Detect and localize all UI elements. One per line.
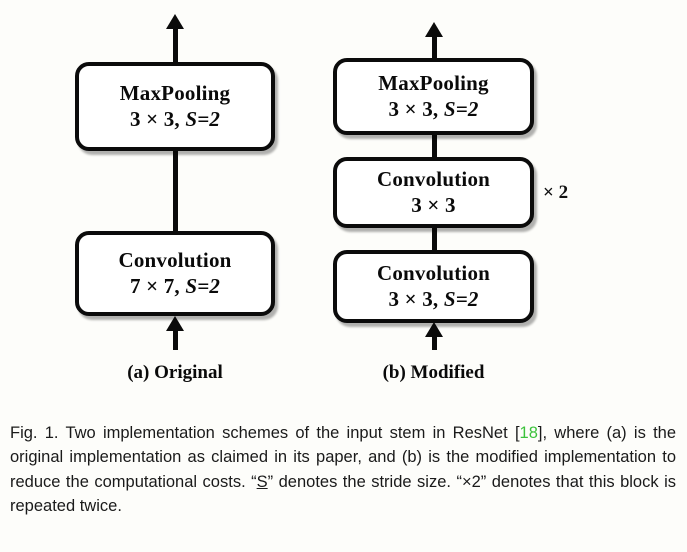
modified-block-convolution-3x3-s2-params: 3 × 3, S=2 — [388, 286, 479, 312]
original-block-convolution-title: Convolution — [118, 247, 232, 272]
modified-block-maxpooling-title: MaxPooling — [378, 70, 489, 95]
figure-caption-stride-symbol: S — [256, 472, 268, 491]
original-block-maxpooling-stride: S=2 — [185, 106, 221, 131]
repeat-twice-label: × 2 — [543, 182, 569, 203]
modified-block-convolution-3x3-kernel: 3 × 3 — [411, 192, 456, 217]
figure-caption-part-2: ], where (a) is the original implementat… — [10, 424, 677, 491]
original-block-convolution-stride: S=2 — [185, 273, 221, 298]
original-block-maxpooling-title: MaxPooling — [119, 80, 231, 105]
modified-output-arrow-shaft — [431, 34, 437, 60]
original-block-convolution-params: 7 × 7, S=2 — [129, 273, 221, 299]
modified-block-convolution-3x3-s2-title: Convolution — [376, 260, 491, 285]
original-output-arrowhead-icon — [166, 14, 184, 29]
modified-connector-line-lower — [431, 226, 437, 252]
caption-original: (a) Original — [127, 362, 223, 383]
original-output-arrow-shaft — [172, 26, 178, 64]
modified-block-maxpooling-stride: S=2 — [443, 96, 479, 121]
modified-connector-line-upper — [431, 133, 437, 159]
original-connector-line — [172, 150, 178, 232]
figure-diagram-area: MaxPooling 3 × 3, S=2 Convolution 7 × 7,… — [75, 14, 569, 383]
caption-modified: (b) Modified — [382, 362, 485, 383]
original-input-arrow-shaft — [172, 328, 178, 350]
original-input-arrowhead-icon — [166, 316, 184, 331]
modified-output-arrowhead-icon — [425, 22, 443, 37]
figure-caption-part-1: Fig. 1. Two implementation schemes of th… — [10, 424, 520, 442]
modified-block-convolution-3x3-title: Convolution — [376, 166, 491, 191]
figure-caption-citation-18[interactable]: 18 — [519, 424, 538, 442]
modified-block-convolution-3x3-s2-stride: S=2 — [443, 286, 479, 311]
figure-caption: Fig. 1. Two implementation schemes of th… — [10, 421, 676, 519]
modified-block-convolution-3x3-s2: Convolution 3 × 3, S=2 — [333, 250, 534, 323]
original-block-convolution: Convolution 7 × 7, S=2 — [75, 231, 275, 316]
modified-input-arrowhead-icon — [425, 322, 443, 337]
original-block-maxpooling-kernel: 3 × 3, — [129, 106, 180, 131]
figure-caption-part-3: ” denotes the stride size. “×2” denotes … — [10, 472, 676, 516]
original-block-convolution-kernel: 7 × 7, — [129, 273, 180, 298]
original-block-maxpooling: MaxPooling 3 × 3, S=2 — [75, 62, 275, 151]
modified-block-maxpooling: MaxPooling 3 × 3, S=2 — [333, 58, 534, 135]
modified-block-convolution-3x3: Convolution 3 × 3 — [333, 157, 534, 228]
modified-block-convolution-3x3-s2-kernel: 3 × 3, — [388, 286, 439, 311]
modified-block-convolution-3x3-params: 3 × 3 — [411, 192, 456, 218]
original-block-maxpooling-params: 3 × 3, S=2 — [129, 106, 221, 132]
modified-input-arrow-shaft — [431, 334, 437, 350]
modified-block-maxpooling-params: 3 × 3, S=2 — [388, 96, 479, 122]
modified-block-maxpooling-kernel: 3 × 3, — [388, 96, 439, 121]
